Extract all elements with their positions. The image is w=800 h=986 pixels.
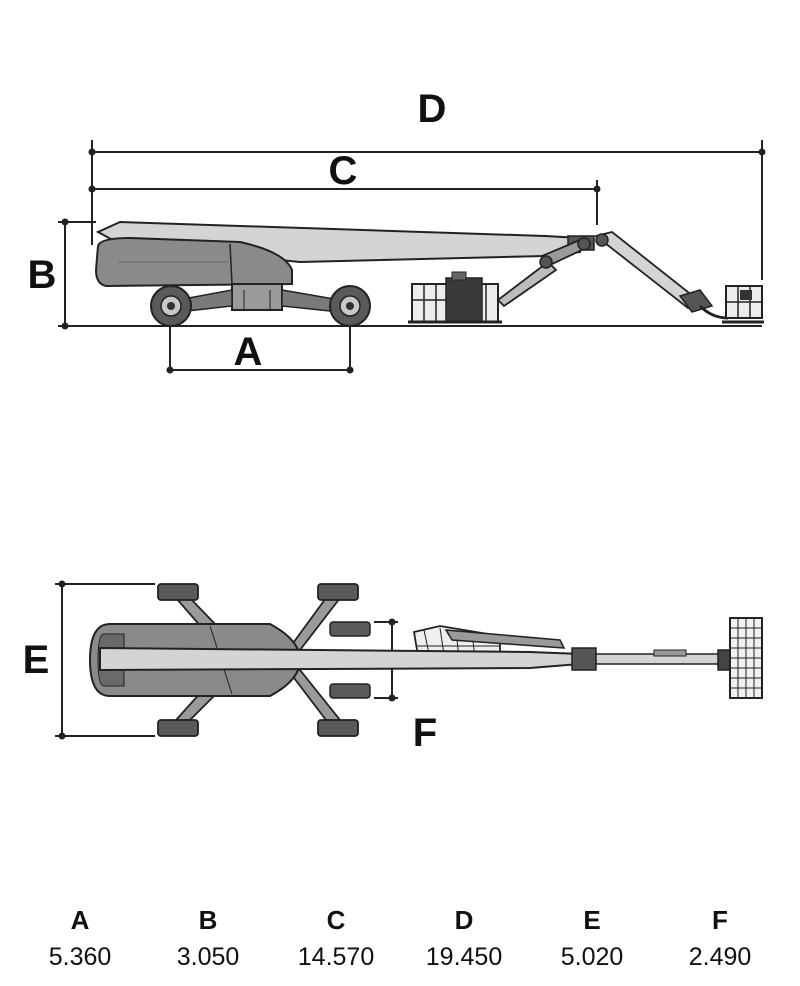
dimension-c-column: C 14.570 — [272, 905, 400, 972]
dimension-c-key: C — [326, 905, 346, 935]
dimension-a-column: A 5.360 — [16, 905, 144, 972]
steer-cylinder-lower — [329, 683, 371, 699]
dimension-c: C — [88, 140, 601, 245]
steer-cylinder-upper — [329, 621, 371, 637]
turntable-side — [94, 236, 293, 288]
dimension-b-value: 3.050 — [176, 943, 240, 971]
boom-lift-dimension-diagram: D C B A — [23, 87, 766, 755]
dimension-c-label: C — [329, 149, 358, 193]
main-boom-top — [99, 646, 597, 672]
dimension-e-column: E 5.020 — [528, 905, 656, 972]
wheel-front-side — [329, 285, 371, 327]
dimension-c-value: 14.570 — [297, 943, 375, 971]
dimension-a-key: A — [70, 905, 90, 935]
top-view: E F — [23, 580, 763, 755]
dimension-e-key: E — [583, 905, 601, 935]
dimension-d-key: D — [454, 905, 474, 935]
dimension-e-label: E — [23, 638, 50, 682]
dimension-b-column: B 3.050 — [144, 905, 272, 972]
chassis-side — [177, 283, 341, 313]
wheel-front-right-top — [317, 719, 359, 737]
stowed-basket-side — [408, 271, 502, 324]
dimension-d-column: D 19.450 — [400, 905, 528, 972]
dimension-d-label: D — [418, 87, 447, 131]
articulating-jib-side — [593, 231, 729, 320]
dimension-b-key: B — [198, 905, 218, 935]
extended-platform-top — [729, 617, 763, 699]
dimension-table: A 5.360 B 3.050 C 14.570 D 19.450 E 5.02… — [16, 905, 784, 972]
wheel-rear-side — [150, 285, 192, 327]
dimension-f-label: F — [413, 711, 437, 755]
dimension-a: A — [166, 326, 354, 374]
lower-jib-side — [496, 237, 591, 308]
dimension-a-value: 5.360 — [48, 943, 112, 971]
extended-platform-side — [722, 285, 764, 324]
dimension-a-label: A — [234, 330, 263, 374]
dimension-b: B — [28, 218, 96, 330]
jib-top — [595, 649, 733, 671]
dimension-e-value: 5.020 — [560, 943, 624, 971]
dimension-f: F — [374, 618, 437, 755]
side-view: D C B A — [28, 87, 766, 374]
wheel-front-left-top — [317, 583, 359, 601]
dimension-f-value: 2.490 — [688, 943, 752, 971]
dimension-f-key: F — [712, 905, 728, 935]
wheel-rear-left-top — [157, 583, 199, 601]
dimension-e: E — [23, 580, 155, 740]
dimension-f-column: F 2.490 — [656, 905, 784, 972]
dimension-d-value: 19.450 — [425, 943, 503, 971]
dimension-d: D — [88, 87, 766, 280]
wheel-rear-right-top — [157, 719, 199, 737]
dimension-b-label: B — [28, 253, 57, 297]
